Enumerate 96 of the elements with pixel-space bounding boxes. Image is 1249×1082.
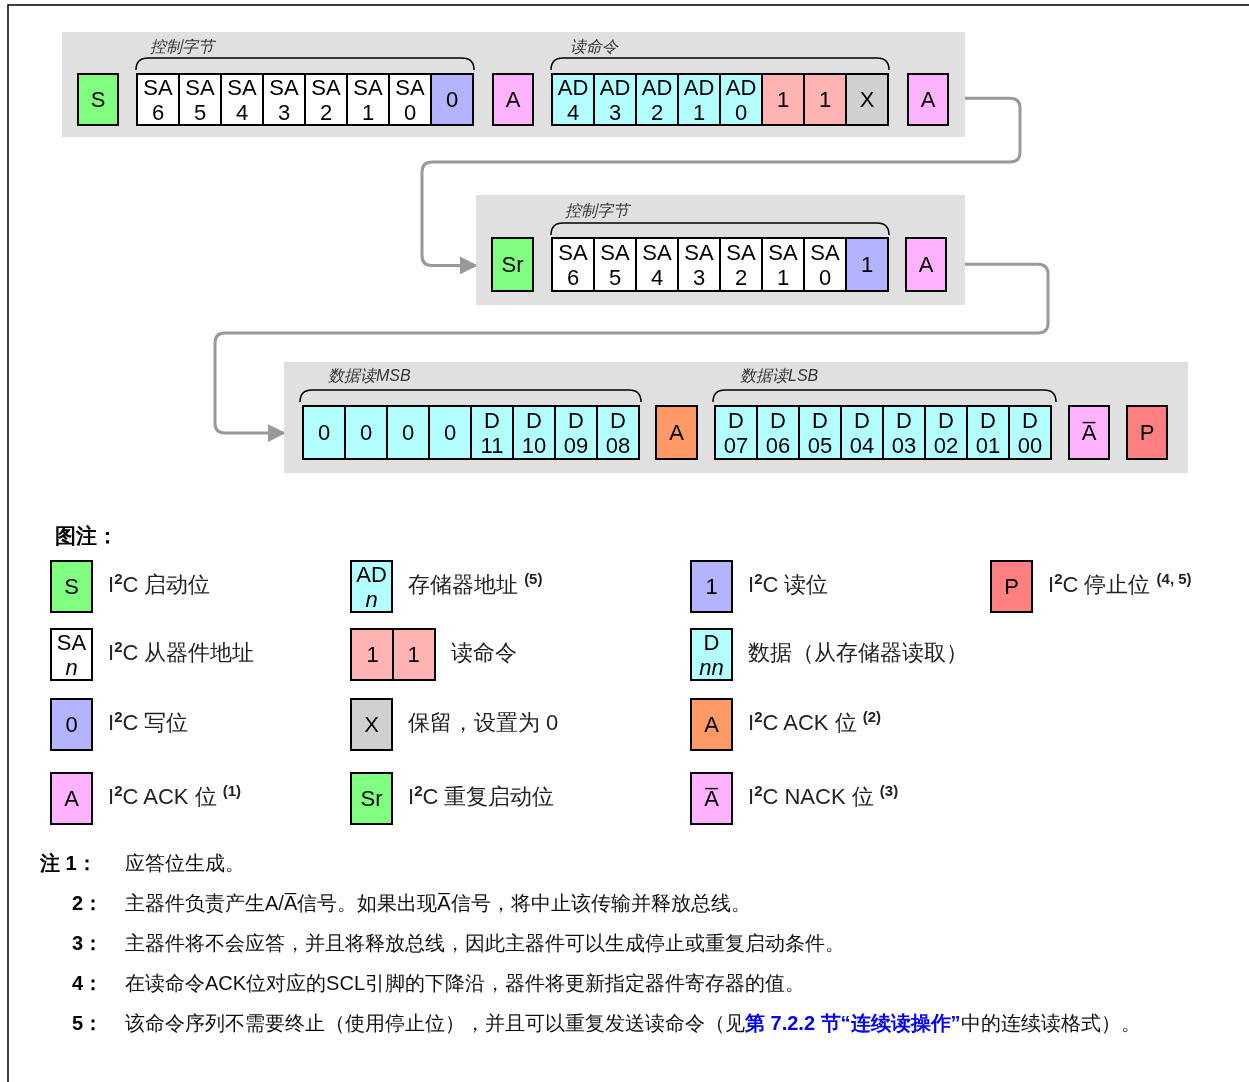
note-number: 2： xyxy=(72,891,104,916)
bit-field: AD 1 xyxy=(677,73,721,126)
legend-swatch: 0 xyxy=(50,698,93,751)
bit-field: AD 2 xyxy=(635,73,679,126)
bit-field: SA 5 xyxy=(593,237,637,292)
legend-text: I$^{2}$C 读位 xyxy=(748,570,829,600)
note-text: 在读命令ACK位对应的SCL引脚的下降沿，器件将更新指定器件寄存器的值。 xyxy=(125,971,807,996)
frame-band xyxy=(476,195,965,305)
bit-field: SA 4 xyxy=(220,73,264,126)
legend-swatch: Sr xyxy=(350,772,393,825)
legend-text: I$^{2}$C 重复启动位 xyxy=(408,782,555,812)
link: 第 7.2.2 节“连续读操作” xyxy=(745,1012,961,1034)
note-text: 主器件将不会应答，并且将释放总线，因此主器件可以生成停止或重复启动条件。 xyxy=(125,931,846,956)
note-text: 该命令序列不需要终止（使用停止位），并且可以重复发送读命令（见第 7.2.2 节“连续读操作”中的连续读格式）。 xyxy=(125,1011,1142,1036)
bit-field: D 09 xyxy=(554,405,598,460)
bit-field: AD 0 xyxy=(719,73,763,126)
legend-swatch: A xyxy=(690,698,733,751)
arrow xyxy=(420,96,1022,275)
group-label: 控制字节 xyxy=(565,201,629,221)
legend-text: I$^{2}$C 启动位 xyxy=(108,570,211,600)
legend-swatch: A xyxy=(50,772,93,825)
legend-text: 存储器地址 $^{(5)}$ xyxy=(408,570,543,600)
legend-swatch: X xyxy=(350,698,393,751)
bit-field: D 11 xyxy=(470,405,514,460)
legend-text: 读命令 xyxy=(451,639,517,667)
bit-field: AD 4 xyxy=(551,73,595,126)
bit-field: SA 4 xyxy=(635,237,679,292)
bit-field: D 00 xyxy=(1008,405,1052,460)
bit-field: D 05 xyxy=(798,405,842,460)
bit-field: D 08 xyxy=(596,405,640,460)
note-text: 主器件负责产生A/A̅信号。如果出现A̅信号，将中止该传输并释放总线。 xyxy=(125,891,752,916)
frame-band xyxy=(62,32,965,137)
bit-field: 0 xyxy=(302,405,346,460)
legend-text: I$^{2}$C 停止位 $^{(4, 5)}$ xyxy=(1048,570,1192,600)
bit-field: 0 xyxy=(386,405,430,460)
legend-text: I$^{2}$C NACK 位 $^{(3)}$ xyxy=(748,782,899,812)
legend-swatch: S xyxy=(50,560,93,613)
bit-field: SA 2 xyxy=(719,237,763,292)
bit-field: 0 xyxy=(344,405,388,460)
bit-field: D 03 xyxy=(882,405,926,460)
note-number: 3： xyxy=(72,931,104,956)
legend-text: I$^{2}$C ACK 位 $^{(1)}$ xyxy=(108,782,242,812)
bit-field: D 10 xyxy=(512,405,556,460)
bit-field: SA 6 xyxy=(551,237,595,292)
legend-swatch: P xyxy=(990,560,1033,613)
legend-swatch: D nn xyxy=(690,628,733,681)
bit-field: SA 1 xyxy=(761,237,805,292)
group-label: 数据读LSB xyxy=(740,366,819,386)
bit-field: X xyxy=(845,73,889,126)
bit-field: D 07 xyxy=(714,405,758,460)
bit-field: SA 3 xyxy=(677,237,721,292)
legend-swatch: AD n xyxy=(350,560,393,613)
bit-field: D 02 xyxy=(924,405,968,460)
frame-band xyxy=(284,362,1188,473)
bit-field: A xyxy=(905,237,947,292)
bit-field: SA 2 xyxy=(304,73,348,126)
bit-field: A xyxy=(907,73,949,126)
bit-field: S xyxy=(77,73,119,126)
legend-text: 保留，设置为 0 xyxy=(408,709,559,737)
note-number: 注 1： xyxy=(40,851,97,876)
bit-field: SA 6 xyxy=(136,73,180,126)
arrow xyxy=(213,262,1050,443)
bit-field: Sr xyxy=(491,237,534,292)
group-label: 读命令 xyxy=(570,37,618,57)
legend-heading: 图注： xyxy=(55,523,118,549)
bit-field: D 06 xyxy=(756,405,800,460)
legend-text: 数据（从存储器读取） xyxy=(748,639,968,667)
note-number: 4： xyxy=(72,971,104,996)
legend-swatch: A̅ xyxy=(690,772,733,825)
bit-field: 1 xyxy=(761,73,805,126)
bit-field: SA 5 xyxy=(178,73,222,126)
bit-field: AD 3 xyxy=(593,73,637,126)
bit-field: A xyxy=(655,405,698,460)
legend-swatch: 1 1 xyxy=(350,628,436,681)
bit-field: D 04 xyxy=(840,405,884,460)
group-label: 数据读MSB xyxy=(328,366,411,386)
bit-field: SA 3 xyxy=(262,73,306,126)
bit-field: A̅ xyxy=(1068,405,1110,460)
legend-text: I$^{2}$C 写位 xyxy=(108,708,189,738)
bit-field: 0 xyxy=(430,73,474,126)
bit-field: 1 xyxy=(845,237,889,292)
bit-field: SA 0 xyxy=(388,73,432,126)
legend-swatch: SA n xyxy=(50,628,93,681)
bit-field: 0 xyxy=(428,405,472,460)
bit-field: SA 0 xyxy=(803,237,847,292)
group-label: 控制字节 xyxy=(150,37,214,57)
bit-field: A xyxy=(492,73,534,126)
note-number: 5： xyxy=(72,1011,104,1036)
bit-field: 1 xyxy=(803,73,847,126)
legend-text: I$^{2}$C 从器件地址 xyxy=(108,638,255,668)
legend-swatch: 1 xyxy=(690,560,733,613)
legend-text: I$^{2}$C ACK 位 $^{(2)}$ xyxy=(748,708,882,738)
bit-field: P xyxy=(1126,405,1168,460)
note-text: 应答位生成。 xyxy=(125,851,246,876)
bit-field: SA 1 xyxy=(346,73,390,126)
bit-field: D 01 xyxy=(966,405,1010,460)
